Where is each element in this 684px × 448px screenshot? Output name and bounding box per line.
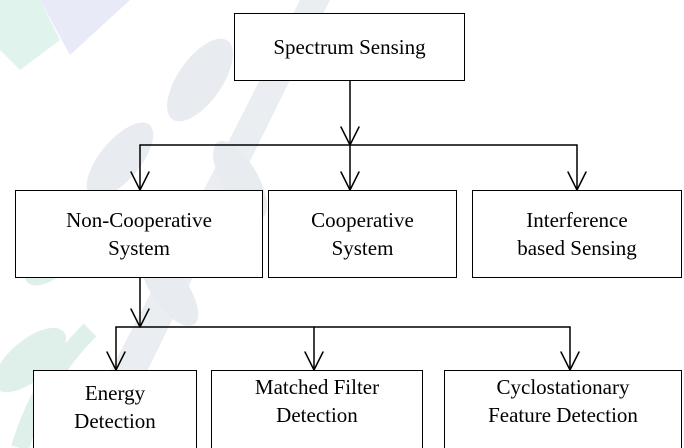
node-label-line-2: Detection [276, 403, 358, 427]
node-energy-detection: Energy Detection [33, 370, 197, 448]
node-label: Spectrum Sensing [273, 35, 426, 59]
node-label-line-1: Matched Filter [254, 375, 380, 399]
node-label-line-2: System [108, 236, 170, 260]
node-label-line-1: Non-Cooperative [66, 208, 212, 232]
node-label-line-2: System [331, 236, 394, 260]
node-cooperative-system: Cooperative System [268, 190, 457, 278]
node-spectrum-sensing: Spectrum Sensing [234, 13, 465, 81]
node-label-line-1: Cyclostationary [496, 375, 630, 399]
node-label-line-2: based Sensing [517, 236, 637, 260]
node-label-line-1: Energy [84, 381, 146, 405]
node-cyclostationary-feature-detection: Cyclostationary Feature Detection [444, 370, 682, 448]
node-non-cooperative-system: Non-Cooperative System [15, 190, 263, 278]
node-label-line-1: Interference [526, 208, 628, 232]
node-label-line-2: Detection [74, 409, 156, 433]
node-interference-based-sensing: Interference based Sensing [472, 190, 682, 278]
node-matched-filter-detection: Matched Filter Detection [211, 370, 423, 448]
node-label-line-1: Cooperative [311, 208, 414, 232]
node-label-line-2: Feature Detection [488, 403, 638, 427]
